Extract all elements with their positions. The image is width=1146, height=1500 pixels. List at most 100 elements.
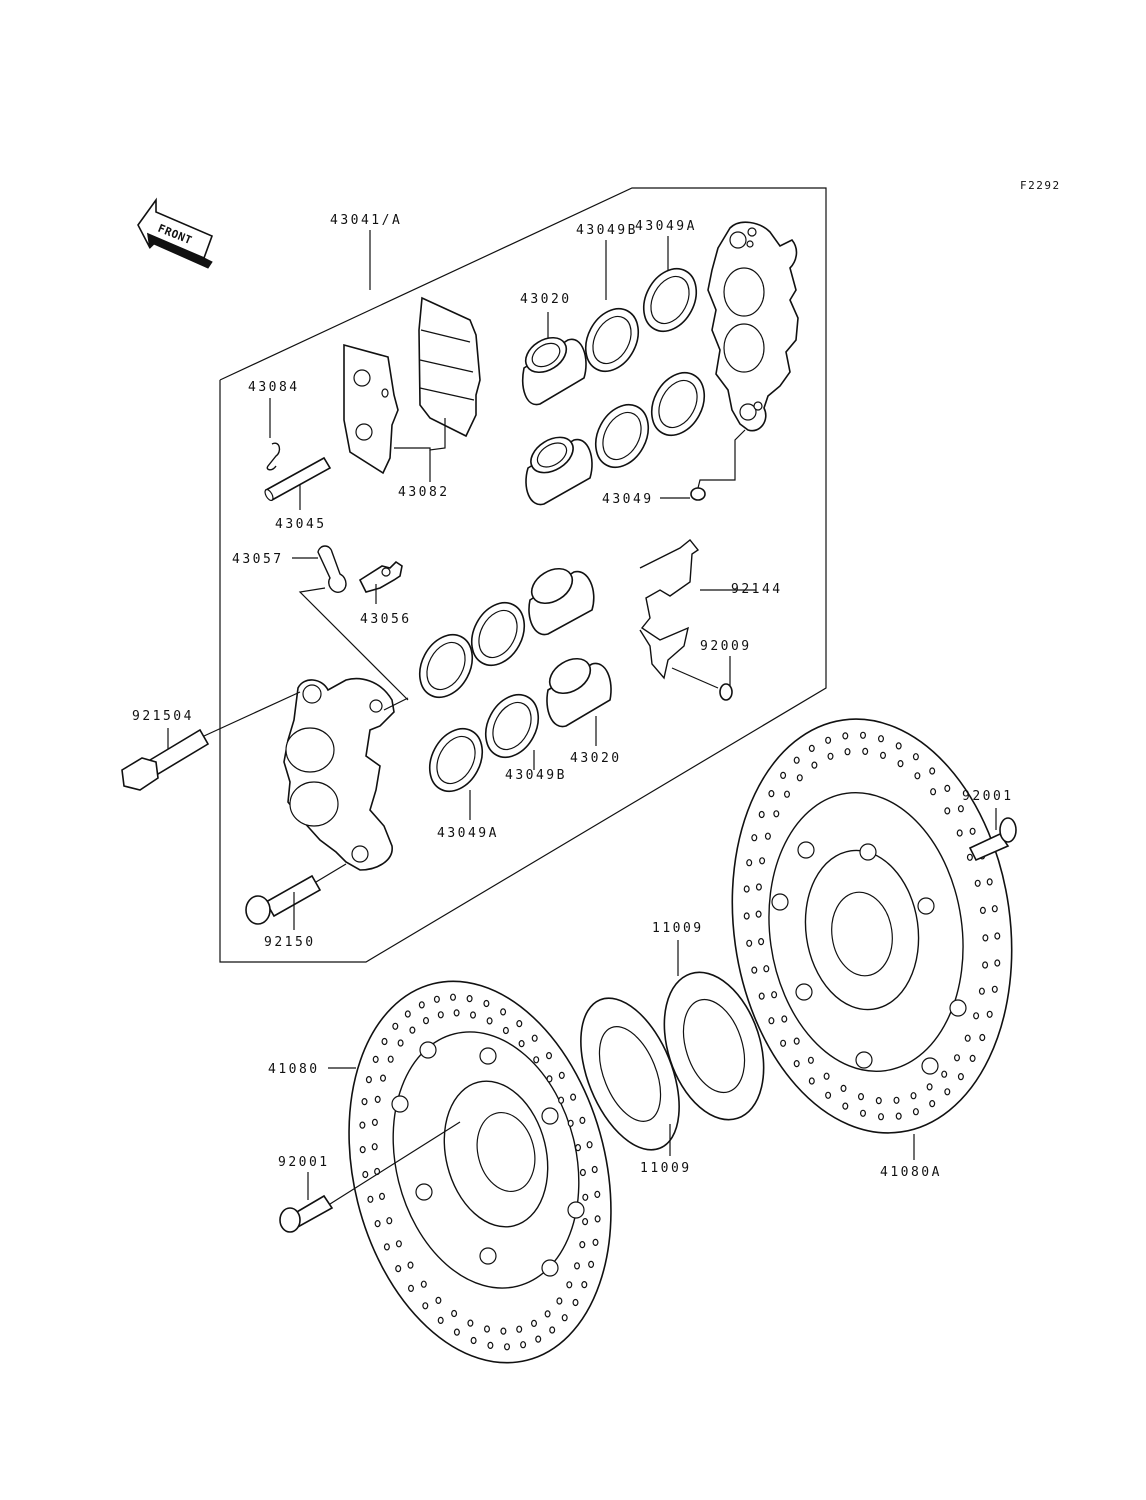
drilled-hole (484, 1325, 491, 1333)
drilled-hole (486, 1017, 493, 1025)
drilled-hole (964, 1034, 971, 1042)
callout-11009-bottom: 11009 (640, 1161, 692, 1176)
drilled-hole (764, 832, 771, 840)
drilled-hole (504, 1343, 511, 1351)
drilled-hole (581, 1280, 588, 1289)
callout-43056: 43056 (360, 612, 412, 627)
drilled-hole (912, 753, 919, 761)
drilled-hole (825, 736, 832, 744)
drilled-hole (582, 1217, 589, 1226)
drilled-hole (574, 1143, 581, 1152)
callout-43049B-top: 43049B (576, 223, 638, 238)
callout-43057: 43057 (232, 552, 284, 567)
drilled-hole (914, 772, 921, 780)
drilled-hole (418, 1001, 425, 1009)
drilled-hole (986, 1010, 993, 1018)
drilled-hole (969, 827, 976, 835)
drilled-hole (780, 1039, 787, 1047)
drilled-hole (407, 1261, 414, 1269)
drilled-hole (453, 1009, 460, 1017)
drilled-hole (367, 1195, 374, 1203)
drilled-hole (579, 1168, 586, 1177)
drilled-hole (969, 1054, 976, 1063)
drilled-hole (371, 1143, 378, 1151)
drilled-hole (570, 1093, 577, 1101)
drilled-hole (483, 999, 490, 1008)
drilled-hole (755, 910, 762, 918)
callout-92001-right: 92001 (962, 789, 1014, 804)
callout-43084: 43084 (248, 380, 300, 395)
drilled-hole (941, 1070, 948, 1078)
drilled-hole (910, 1092, 917, 1100)
dust-seal (642, 267, 698, 333)
drilled-hole (759, 857, 766, 865)
drilled-hole (857, 1092, 864, 1101)
drilled-hole (533, 1056, 540, 1064)
drilled-hole (573, 1262, 580, 1270)
drilled-hole (768, 1017, 775, 1025)
drilled-hole (437, 1316, 444, 1325)
drilled-hole (408, 1284, 415, 1293)
drilled-hole (558, 1071, 565, 1080)
drilled-hole (372, 1055, 379, 1064)
drilled-hole (771, 991, 778, 999)
drilled-hole (487, 1341, 494, 1350)
drilled-hole (957, 805, 964, 813)
brake-disc-left (348, 980, 612, 1364)
drilled-hole (530, 1319, 537, 1328)
drilled-hole (840, 1084, 847, 1093)
drilled-hole (743, 885, 750, 893)
drilled-hole (470, 1336, 477, 1345)
drilled-hole (842, 732, 849, 740)
drilled-hole (844, 748, 851, 756)
drilled-hole (435, 1296, 442, 1305)
callout-43020-bottom: 43020 (570, 751, 622, 766)
drilled-hole (374, 1219, 381, 1228)
drilled-hole (535, 1335, 542, 1343)
drilled-hole (994, 932, 1001, 940)
drilled-hole (379, 1192, 386, 1201)
drilled-hole (929, 767, 936, 775)
drilled-hole (758, 810, 765, 819)
drilled-hole (793, 756, 800, 764)
callout-43041A: 43041/A (330, 213, 402, 228)
caliper-mount-bolt (245, 874, 322, 925)
drilled-hole (359, 1121, 366, 1129)
drilled-hole (531, 1034, 538, 1042)
drilled-hole (751, 834, 758, 842)
drilled-hole (755, 883, 762, 891)
drilled-hole (793, 1059, 800, 1068)
piston-seal (484, 693, 540, 759)
drilled-hole (409, 1026, 416, 1034)
drilled-hole (974, 879, 981, 887)
drilled-hole (944, 807, 951, 815)
drilled-hole (893, 1096, 900, 1104)
drilled-hole (991, 985, 998, 993)
drilled-hole (546, 1075, 553, 1083)
drilled-hole (361, 1097, 368, 1106)
drilled-hole (957, 1072, 964, 1081)
drilled-hole (979, 1033, 986, 1042)
drilled-hole (944, 1088, 951, 1096)
drilled-hole (930, 788, 937, 796)
drilled-hole (422, 1302, 429, 1310)
drilled-hole (758, 992, 765, 1000)
piston (546, 657, 612, 728)
callout-92001-left: 92001 (278, 1155, 330, 1170)
drilled-hole (978, 987, 985, 995)
drilled-hole (953, 1054, 960, 1062)
dust-seal (650, 371, 706, 437)
drilled-hole (758, 937, 765, 946)
drilled-hole (437, 1011, 444, 1019)
drilled-hole (420, 1280, 427, 1288)
callout-41080: 41080 (268, 1062, 320, 1077)
drilled-hole (556, 1297, 563, 1305)
drilled-hole (991, 905, 998, 913)
drilled-hole (859, 1109, 866, 1117)
dust-seal (428, 727, 484, 793)
drilled-hole (982, 934, 989, 942)
drilled-hole (862, 747, 869, 756)
drilled-hole (594, 1190, 601, 1199)
drilled-hole (397, 1039, 404, 1047)
drilled-hole (567, 1119, 574, 1127)
